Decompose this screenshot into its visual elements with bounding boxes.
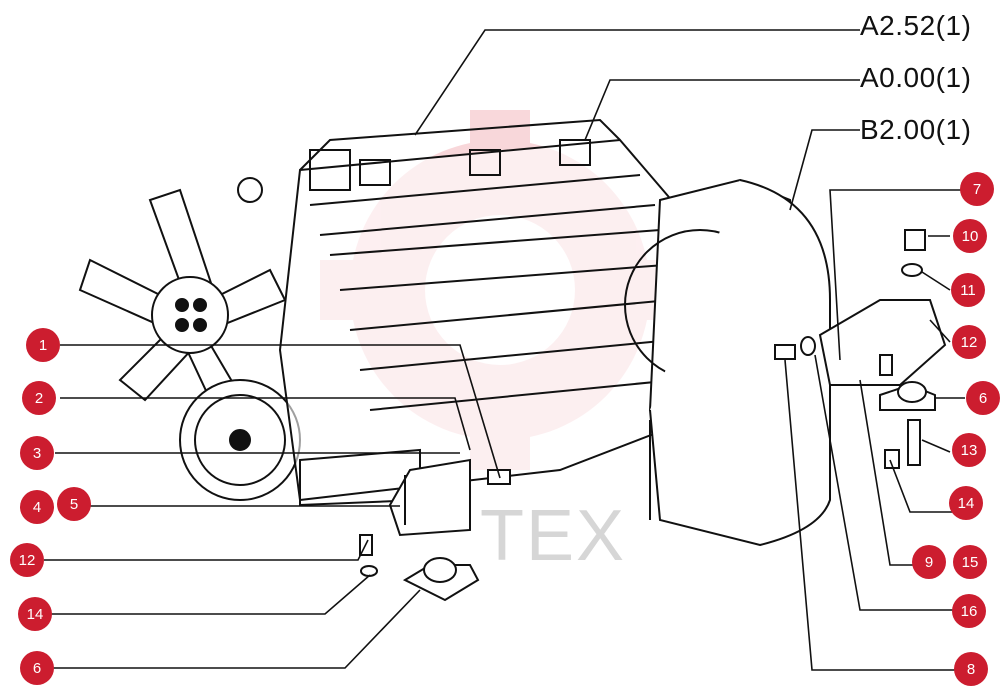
left-mount-parts-icon [359,458,511,602]
callout-7[interactable]: 7 [960,172,994,206]
right-mount-parts-icon [774,229,947,469]
callout-3[interactable]: 3 [20,436,54,470]
callout-15[interactable]: 15 [953,545,987,579]
reference-label-a2-52: A2.52(1) [860,10,972,41]
callout-12-left[interactable]: 12 [10,543,44,577]
leader-lines [44,29,965,671]
callout-16[interactable]: 16 [952,594,986,628]
callout-6-left[interactable]: 6 [20,651,54,685]
callout-12-right[interactable]: 12 [952,325,986,359]
reference-label-b2-00: B2.00(1) [860,114,972,145]
callout-11[interactable]: 11 [951,273,985,307]
callout-13[interactable]: 13 [952,433,986,467]
fan-icon [78,188,287,412]
callout-14-left[interactable]: 14 [18,597,52,631]
flywheel-housing-icon [624,178,831,547]
callout-10[interactable]: 10 [953,219,987,253]
callout-5[interactable]: 5 [57,487,91,521]
callout-9[interactable]: 9 [912,545,946,579]
watermark-text: TEX [480,496,627,576]
callout-4[interactable]: 4 [20,490,54,524]
callout-14-right[interactable]: 14 [949,486,983,520]
reference-label-a0-00: A0.00(1) [860,62,972,93]
callout-8[interactable]: 8 [954,652,988,686]
engine-block-icon [237,118,692,507]
callout-2[interactable]: 2 [22,381,56,415]
callout-6-right[interactable]: 6 [966,381,1000,415]
callout-1[interactable]: 1 [26,328,60,362]
